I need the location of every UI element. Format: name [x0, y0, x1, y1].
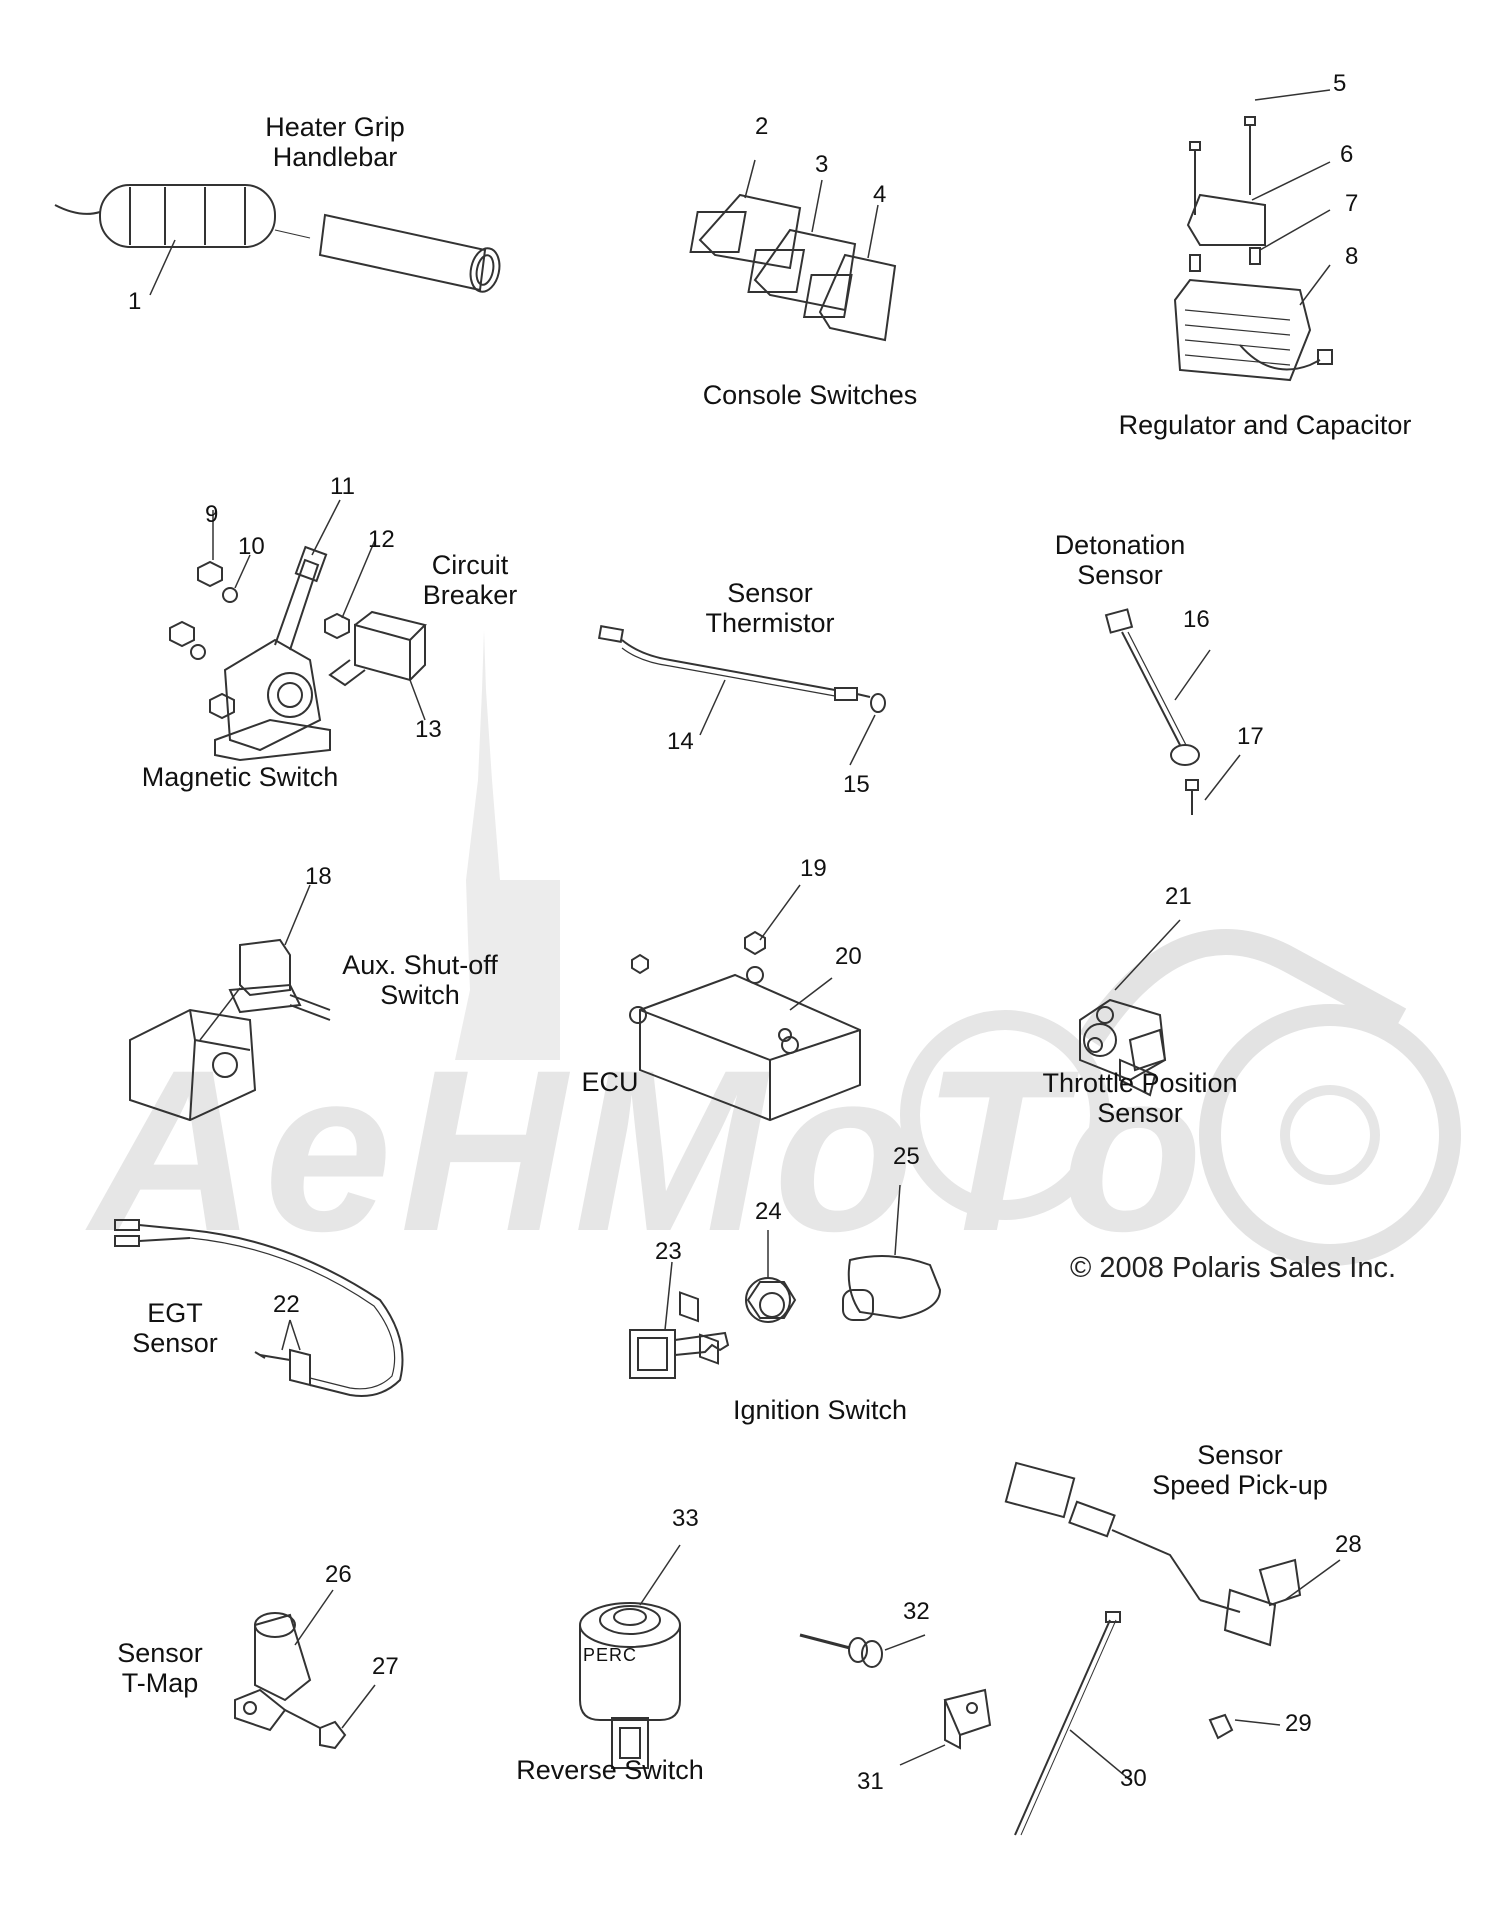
bracket-31-part: [899, 1688, 992, 1766]
detonation-sensor-part: [1104, 608, 1241, 815]
speed-pickup-label-line2: Speed Pick-up: [1152, 1470, 1328, 1500]
detonation-sensor-label: Detonation Sensor: [1040, 530, 1200, 590]
callout-11: 11: [330, 473, 355, 500]
callout-13: 13: [415, 716, 442, 743]
heater-grip-label-line2: Handlebar: [272, 142, 398, 172]
egt-sensor-label-line1: EGT: [147, 1298, 203, 1328]
sensor-thermistor-label-line2: Thermistor: [705, 608, 835, 638]
watermark-text: AeHMoTo: [85, 1022, 1211, 1279]
detonation-sensor-label-line1: Detonation: [1054, 530, 1186, 560]
callout-31: 31: [857, 1768, 884, 1795]
callout-22: 22: [273, 1291, 300, 1318]
console-switch-2: [689, 159, 802, 270]
aux-shutoff-label: Aux. Shut-off Switch: [320, 950, 520, 1010]
callout-24: 24: [755, 1198, 782, 1225]
heater-grip-label-line1: Heater Grip: [265, 112, 405, 142]
magnetic-switch-part: [169, 499, 341, 762]
ecu-label: ECU: [581, 1067, 639, 1097]
circuit-breaker-part: [324, 539, 427, 721]
reverse-switch-part: [579, 1544, 681, 1769]
watermark: AeHMoTo: [85, 630, 1461, 1279]
tmap-label: Sensor T-Map: [100, 1638, 220, 1698]
ignition-nut-part: [745, 1230, 797, 1323]
callout-9: 9: [205, 501, 219, 528]
speed-pickup-label-line1: Sensor: [1197, 1440, 1283, 1470]
callout-26: 26: [325, 1561, 352, 1588]
callout-17: 17: [1237, 723, 1264, 750]
callout-15: 15: [843, 771, 870, 798]
circuit-breaker-label-line1: Circuit: [431, 550, 509, 580]
ignition-switch-label: Ignition Switch: [732, 1395, 908, 1425]
callout-18: 18: [305, 863, 332, 890]
egt-sensor-label: EGT Sensor: [115, 1298, 235, 1358]
callout-3: 3: [815, 151, 829, 178]
callout-10: 10: [238, 533, 265, 560]
bolt-32-part: [799, 1633, 926, 1668]
callout-6: 6: [1340, 141, 1354, 168]
magnetic-switch-label: Magnetic Switch: [141, 762, 339, 792]
throttle-position-label: Throttle Position Sensor: [1020, 1068, 1260, 1128]
callout-7: 7: [1345, 190, 1359, 217]
console-switch-4: [802, 204, 897, 342]
speed-pickup-label: Sensor Speed Pick-up: [1120, 1440, 1360, 1500]
callout-16: 16: [1183, 606, 1210, 633]
regulator-label: Regulator and Capacitor: [1118, 410, 1412, 440]
aux-shutoff-label-line1: Aux. Shut-off: [342, 950, 498, 980]
circuit-breaker-label-line2: Breaker: [422, 580, 518, 610]
callout-21: 21: [1165, 883, 1192, 910]
aux-shutoff-label-line2: Switch: [380, 980, 460, 1010]
callout-30: 30: [1120, 1765, 1147, 1792]
regulator-part: [1173, 89, 1333, 382]
ignition-switch-part: [842, 1184, 942, 1321]
egt-sensor-part: [114, 1219, 404, 1397]
sensor-thermistor-part: [597, 625, 886, 766]
tmap-sensor-part: [234, 1589, 376, 1750]
callout-23: 23: [655, 1238, 682, 1265]
callout-5: 5: [1333, 70, 1347, 97]
callout-25: 25: [893, 1143, 920, 1170]
ignition-key-part: [629, 1261, 730, 1379]
ecu-part: [629, 884, 861, 1365]
heater-grip-part: [54, 184, 501, 296]
callout-4: 4: [873, 181, 887, 208]
sensor-thermistor-label-line1: Sensor: [727, 578, 813, 608]
throttle-position-part: [1079, 919, 1181, 1097]
callout-19: 19: [800, 855, 827, 882]
reverse-switch-label: Reverse Switch: [516, 1755, 704, 1785]
heater-grip-label: Heater Grip Handlebar: [225, 112, 445, 172]
egt-sensor-label-line2: Sensor: [132, 1328, 218, 1358]
callout-20: 20: [835, 943, 862, 970]
circuit-breaker-label: Circuit Breaker: [405, 550, 535, 610]
callout-29: 29: [1285, 1710, 1312, 1737]
throttle-position-label-line2: Sensor: [1097, 1098, 1183, 1128]
callout-32: 32: [903, 1598, 930, 1625]
detonation-sensor-label-line2: Sensor: [1077, 560, 1163, 590]
throttle-position-label-line1: Throttle Position: [1042, 1068, 1238, 1098]
speed-pickup-part: [1004, 1461, 1341, 1836]
tmap-label-line1: Sensor: [117, 1638, 203, 1668]
callout-27: 27: [372, 1653, 399, 1680]
aux-shutoff-part: [129, 884, 331, 1122]
callout-1: 1: [128, 288, 142, 315]
callout-14: 14: [667, 728, 694, 755]
console-switches-label: Console Switches: [702, 380, 918, 410]
sensor-thermistor-label: Sensor Thermistor: [690, 578, 850, 638]
callout-2: 2: [755, 113, 769, 140]
callout-33: 33: [672, 1505, 699, 1532]
callout-28: 28: [1335, 1531, 1362, 1558]
copyright-text: © 2008 Polaris Sales Inc.: [1070, 1252, 1397, 1284]
perc-text: PERC: [583, 1645, 638, 1665]
callout-8: 8: [1345, 243, 1359, 270]
tmap-label-line2: T-Map: [121, 1668, 199, 1698]
callout-12: 12: [368, 526, 395, 553]
